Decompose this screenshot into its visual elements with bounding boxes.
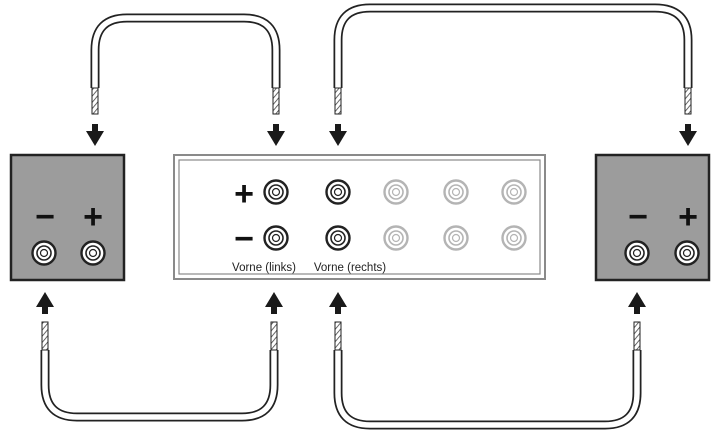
speaker-left-minus-sign: − — [35, 198, 55, 236]
arrow-down-icon — [679, 124, 697, 146]
speaker-right-minus-terminal[interactable] — [624, 240, 650, 266]
receiver-panel: + − Vorne (links) Vorne (rechts) — [173, 154, 546, 280]
front-left-minus-terminal[interactable] — [263, 225, 289, 251]
cable-bottom-right — [333, 321, 642, 430]
speaker-right-plus-terminal[interactable] — [674, 240, 700, 266]
front-right-plus-terminal[interactable] — [325, 179, 351, 205]
arrow-up-icon — [36, 292, 54, 314]
wire-tip — [270, 321, 278, 351]
cable-top-right — [333, 3, 693, 115]
wire-tip — [91, 87, 99, 115]
wire-tip — [684, 87, 692, 115]
speaker-left-plus-sign: + — [83, 198, 103, 236]
wire-tip — [334, 321, 342, 351]
arrow-down-icon — [329, 124, 347, 146]
speaker-right: − + — [594, 153, 711, 282]
wire-tip — [41, 321, 49, 351]
receiver-plus-sign: + — [234, 175, 254, 213]
speaker-left: − + — [9, 153, 126, 282]
arrow-up-icon — [329, 292, 347, 314]
arrow-up-icon — [628, 292, 646, 314]
speaker-right-minus-sign: − — [628, 198, 648, 236]
unused-terminal — [501, 225, 527, 251]
label-front-right: Vorne (rechts) — [314, 262, 386, 274]
arrow-up-icon — [265, 292, 283, 314]
speaker-left-plus-terminal[interactable] — [80, 240, 106, 266]
wire-tip — [633, 321, 641, 351]
front-left-plus-terminal[interactable] — [263, 179, 289, 205]
unused-terminal — [383, 225, 409, 251]
arrow-down-icon — [86, 124, 104, 146]
front-right-minus-terminal[interactable] — [325, 225, 351, 251]
unused-terminal — [383, 179, 409, 205]
cable-bottom-left — [40, 321, 279, 422]
cable-top-left — [90, 13, 281, 115]
arrow-down-icon — [267, 124, 285, 146]
unused-terminal — [443, 225, 469, 251]
unused-terminal — [501, 179, 527, 205]
wire-tip — [334, 87, 342, 115]
label-front-left: Vorne (links) — [232, 262, 296, 274]
wire-tip — [272, 87, 280, 115]
speaker-left-minus-terminal[interactable] — [31, 240, 57, 266]
receiver-minus-sign: − — [234, 220, 254, 258]
unused-terminal — [443, 179, 469, 205]
speaker-right-plus-sign: + — [678, 198, 698, 236]
